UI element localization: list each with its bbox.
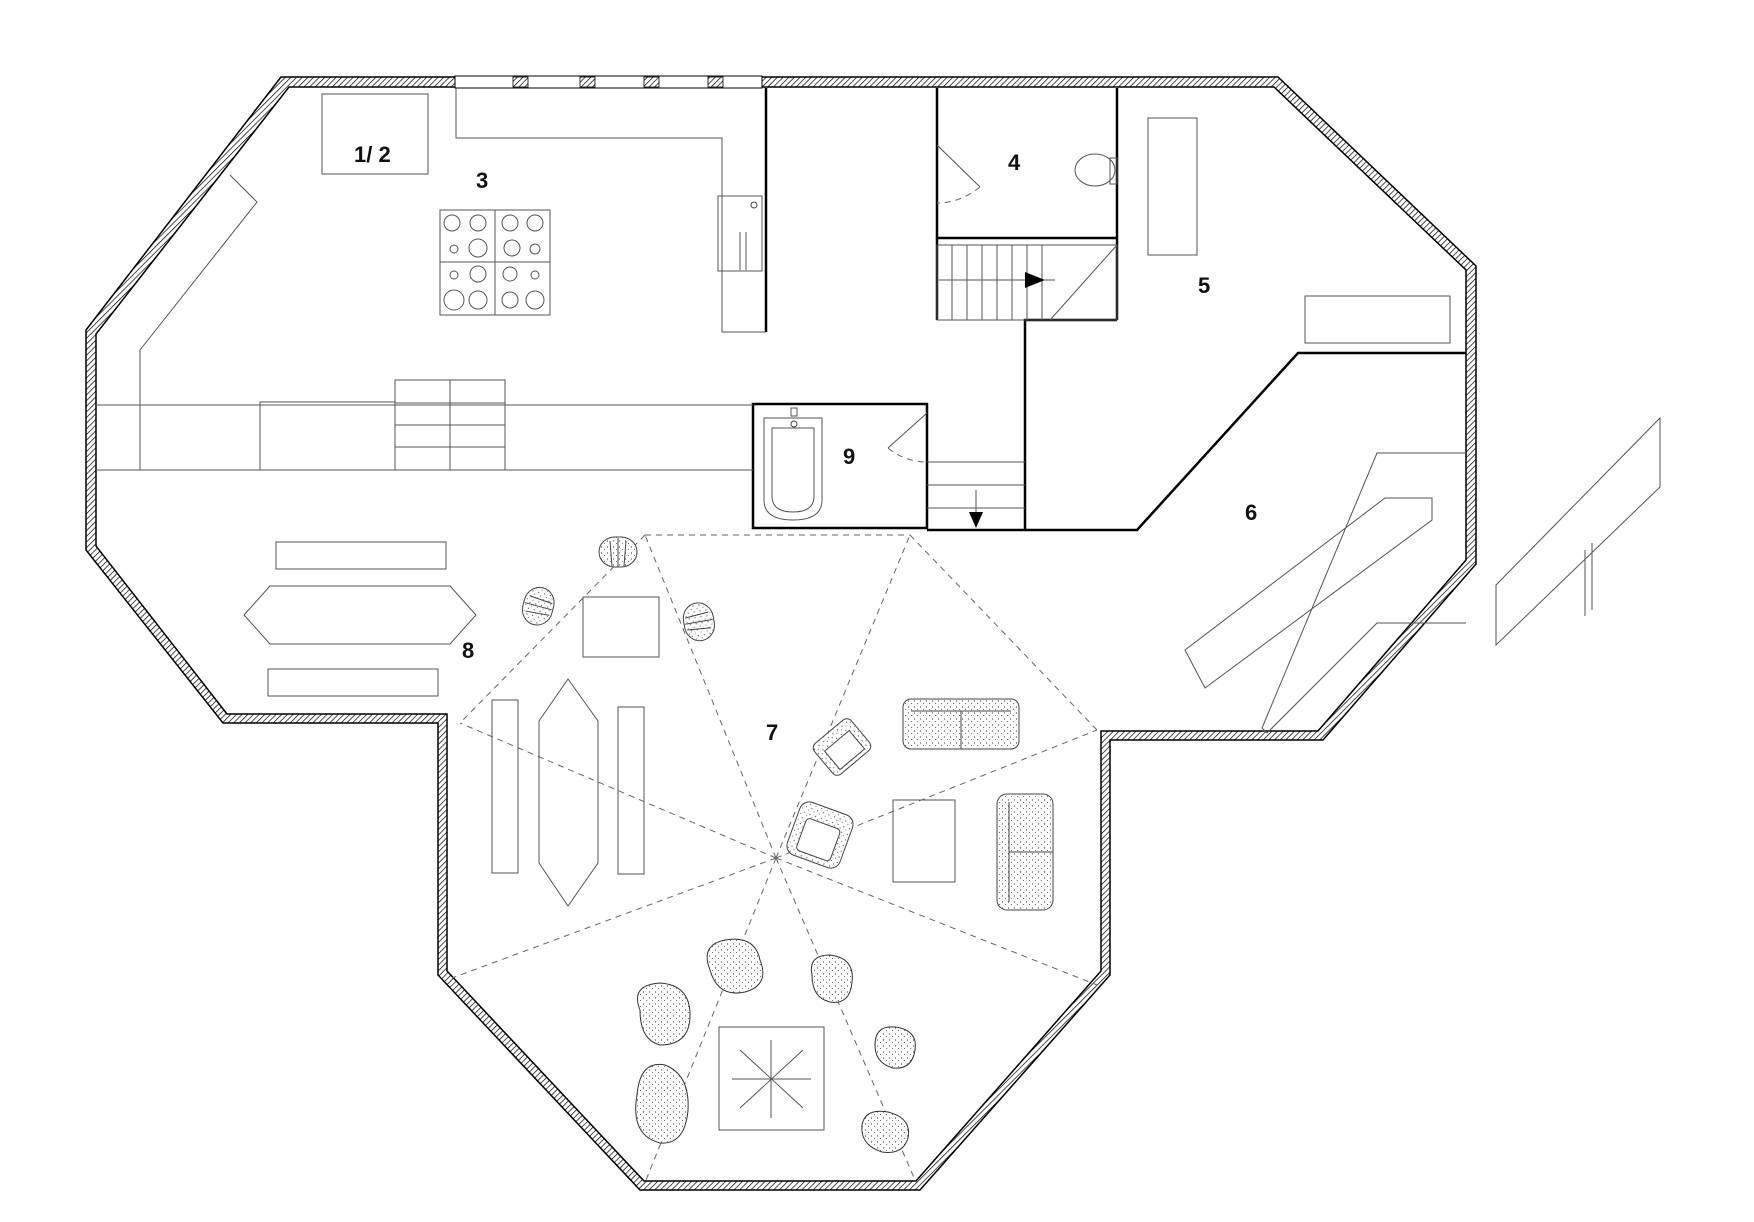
plants xyxy=(635,938,916,1153)
dining-furniture xyxy=(243,536,715,697)
lounge-furniture xyxy=(786,698,1054,911)
room5-furniture xyxy=(1147,117,1451,344)
room6-furniture xyxy=(1184,452,1466,734)
wc-and-stairs xyxy=(936,144,1118,321)
top-windows xyxy=(454,75,763,89)
skylight xyxy=(718,1026,825,1131)
room-label-4: 4 xyxy=(1008,150,1021,175)
room-label-8: 8 xyxy=(462,638,474,663)
exterior-wall xyxy=(85,76,1477,1191)
room-label-1-2: 1/ 2 xyxy=(354,142,391,167)
room-label-6: 6 xyxy=(1245,500,1257,525)
outside-bench xyxy=(1495,416,1661,647)
room-label-3: 3 xyxy=(476,168,488,193)
bathroom-fixtures xyxy=(763,407,1025,528)
room-label-5: 5 xyxy=(1198,273,1210,298)
room-label-7: 7 xyxy=(766,720,778,745)
interior-walls xyxy=(751,88,1466,532)
kitchen-fixtures xyxy=(96,88,766,471)
hall-stage xyxy=(491,678,645,907)
room-label-9: 9 xyxy=(843,444,855,469)
